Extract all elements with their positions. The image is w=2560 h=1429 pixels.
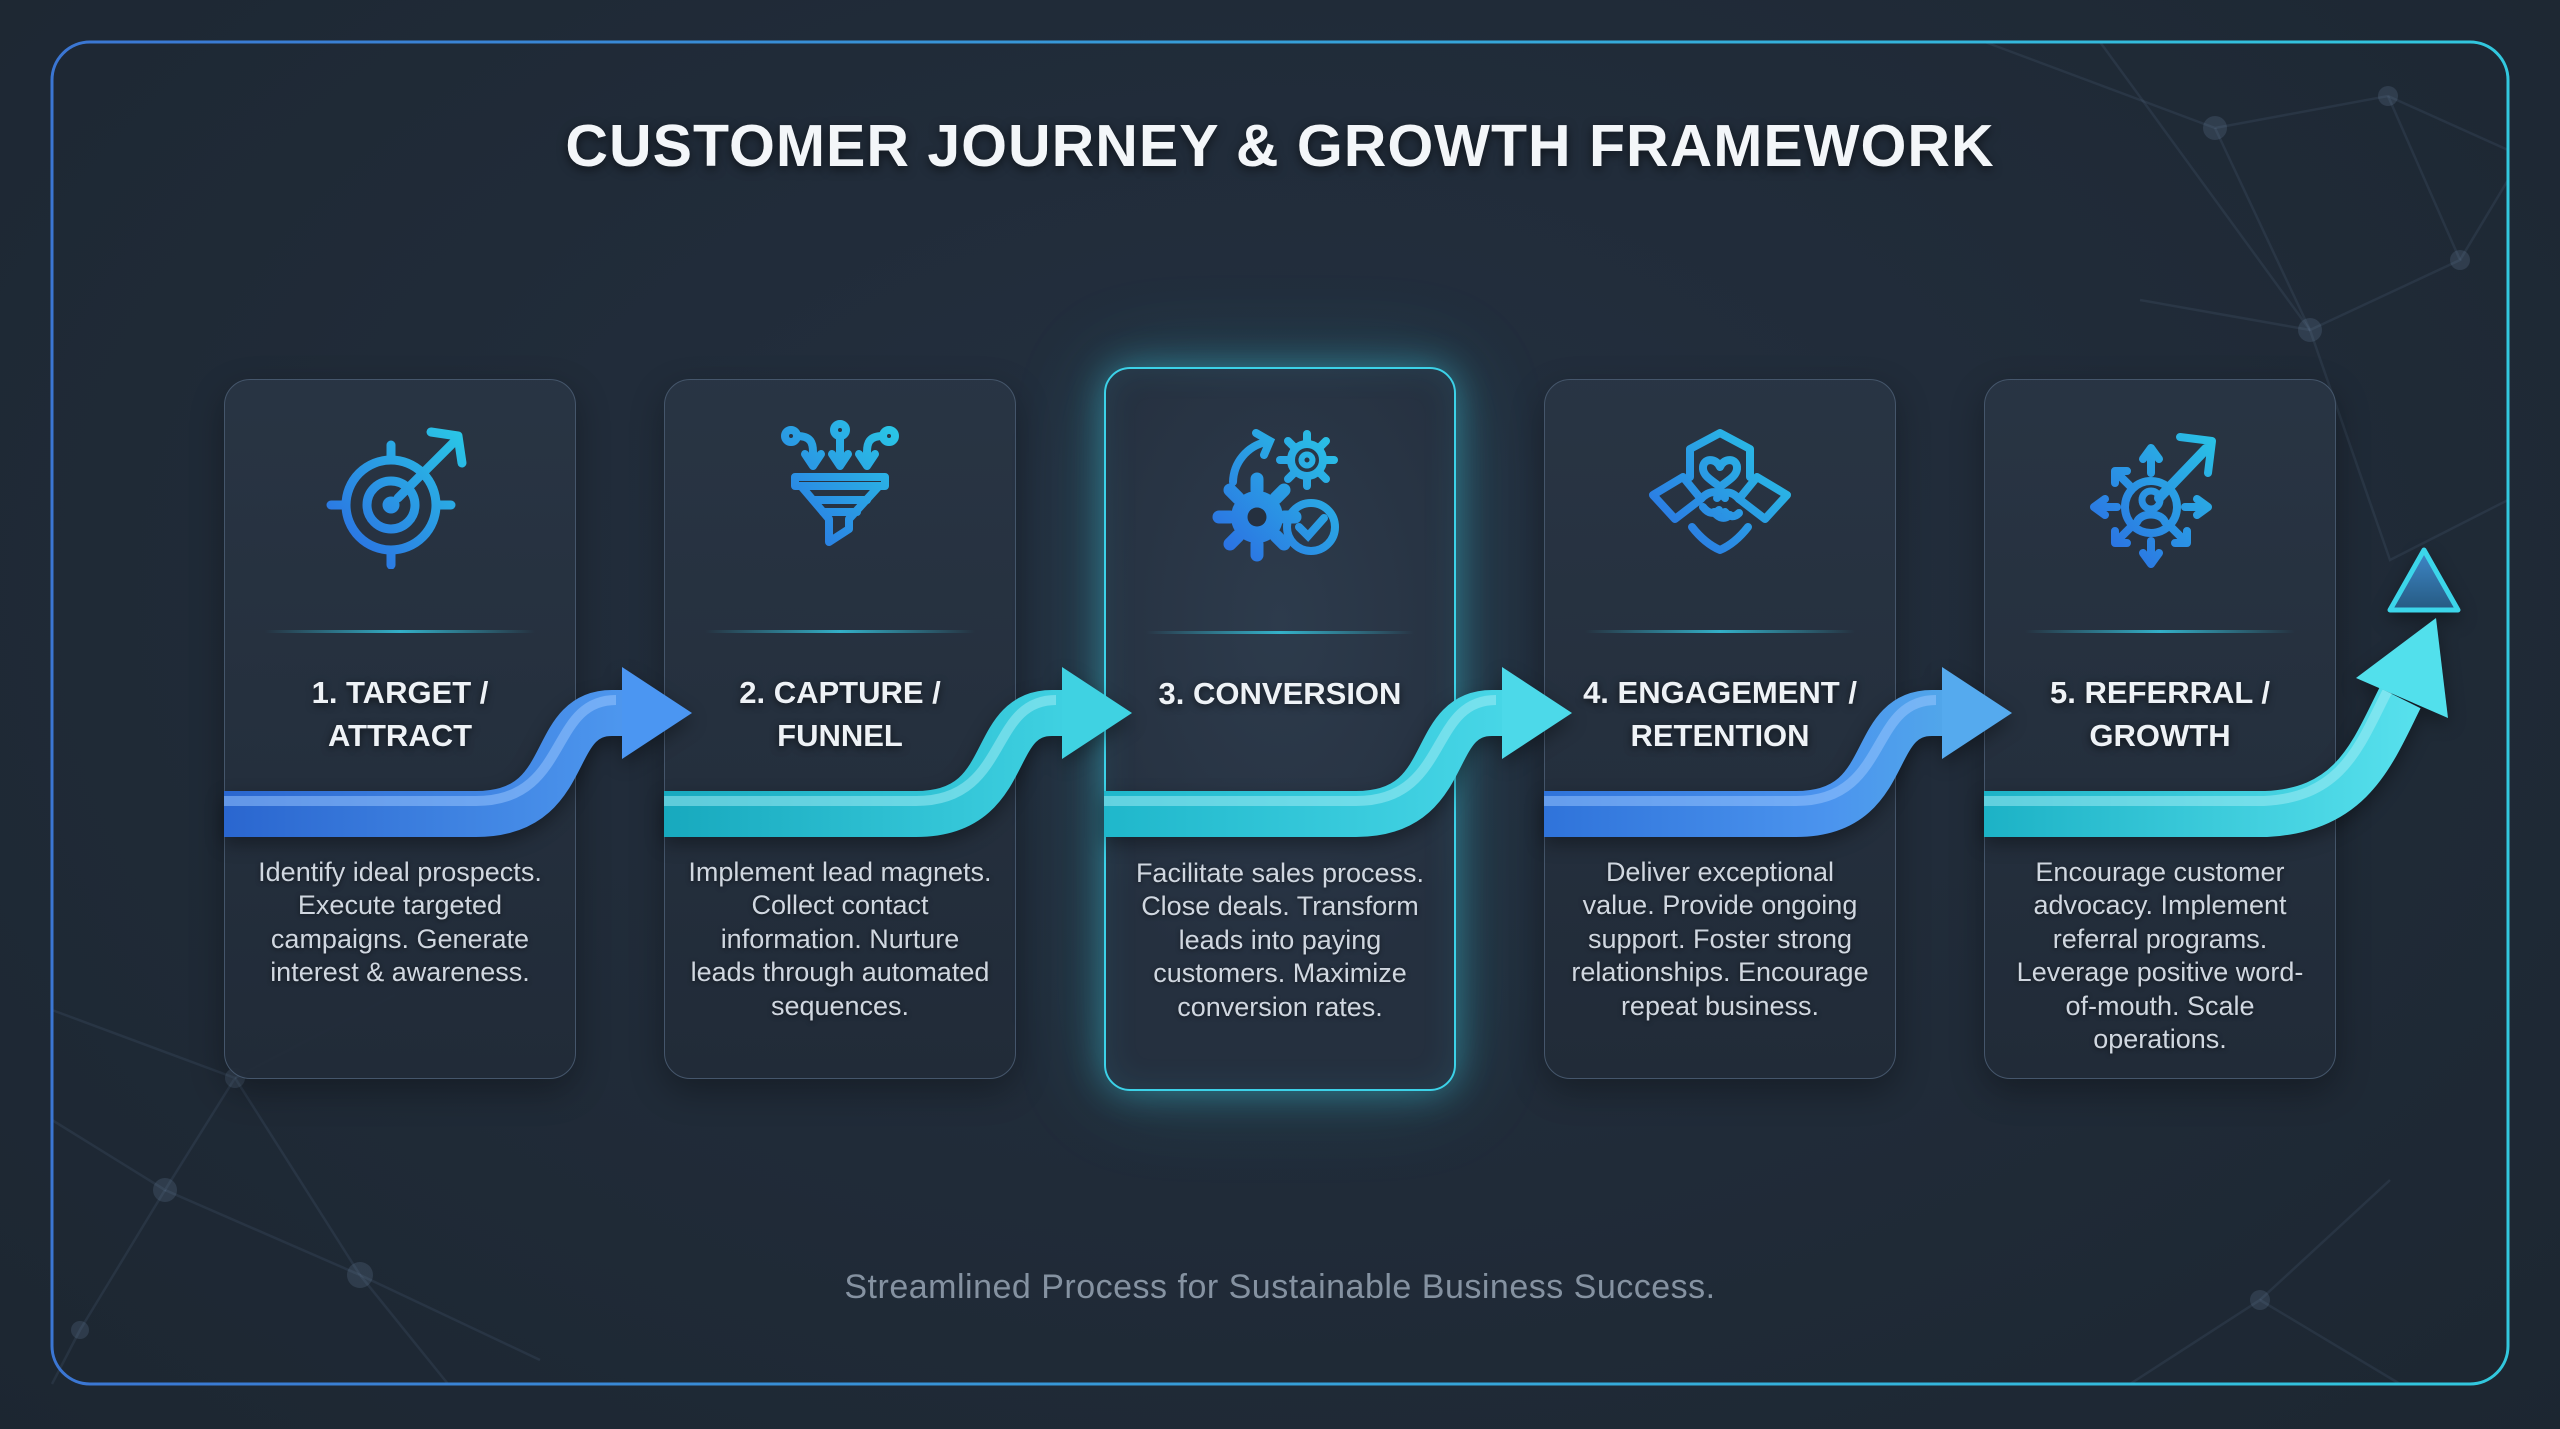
stage-description: Encourage customer advocacy. Implement r… (2016, 857, 2304, 1055)
card-icon-area (1545, 414, 1895, 574)
card-icon-area (1985, 414, 2335, 574)
stage-card-target-attract: 1. TARGET / ATTRACT Identify ideal prosp… (224, 379, 576, 1079)
card-divider (1146, 631, 1414, 634)
stage-title: 3. CONVERSION (1158, 675, 1402, 711)
card-icon-area (1106, 415, 1454, 575)
stage-card-engagement-retention: 4. ENGAGEMENT / RETENTION Deliver except… (1544, 379, 1896, 1079)
stage-title: 2. CAPTURE / FUNNEL (739, 674, 941, 753)
stage-title: 4. ENGAGEMENT / RETENTION (1583, 674, 1857, 753)
card-divider (705, 630, 975, 633)
network-growth-icon (2090, 433, 2216, 568)
footer-caption: Streamlined Process for Sustainable Busi… (844, 1268, 1716, 1306)
page-title: CUSTOMER JOURNEY & GROWTH FRAMEWORK (565, 113, 1995, 179)
card-divider (2025, 630, 2295, 633)
card-icon-area (225, 414, 575, 574)
gears-check-icon (1212, 429, 1339, 562)
stage-card-referral-growth: 5. REFERRAL / GROWTH Encourage customer … (1984, 379, 2336, 1079)
stage-card-conversion: 3. CONVERSION Facilitate sales process. … (1104, 367, 1456, 1091)
shield-handshake-icon (1649, 429, 1791, 554)
stage-title: 5. REFERRAL / GROWTH (2050, 674, 2270, 753)
funnel-icon (781, 420, 899, 546)
card-divider (265, 630, 535, 633)
stage-description: Deliver exceptional value. Provide ongoi… (1571, 857, 1869, 1021)
stage-card-capture-funnel: 2. CAPTURE / FUNNEL Implement lead magne… (664, 379, 1016, 1079)
network-nodes (71, 86, 2470, 1339)
stage-description: Identify ideal prospects. Execute target… (258, 857, 542, 988)
card-divider (1585, 630, 1855, 633)
stage-description: Implement lead magnets. Collect contact … (688, 857, 992, 1021)
stage-cards: 1. TARGET / ATTRACT Identify ideal prosp… (0, 367, 2560, 1091)
outer-frame-border (50, 40, 2510, 1386)
card-icon-area (665, 414, 1015, 574)
stage-title: 1. TARGET / ATTRACT (311, 674, 489, 753)
stage-description: Facilitate sales process. Close deals. T… (1135, 858, 1425, 1022)
target-arrow-icon (326, 427, 467, 569)
